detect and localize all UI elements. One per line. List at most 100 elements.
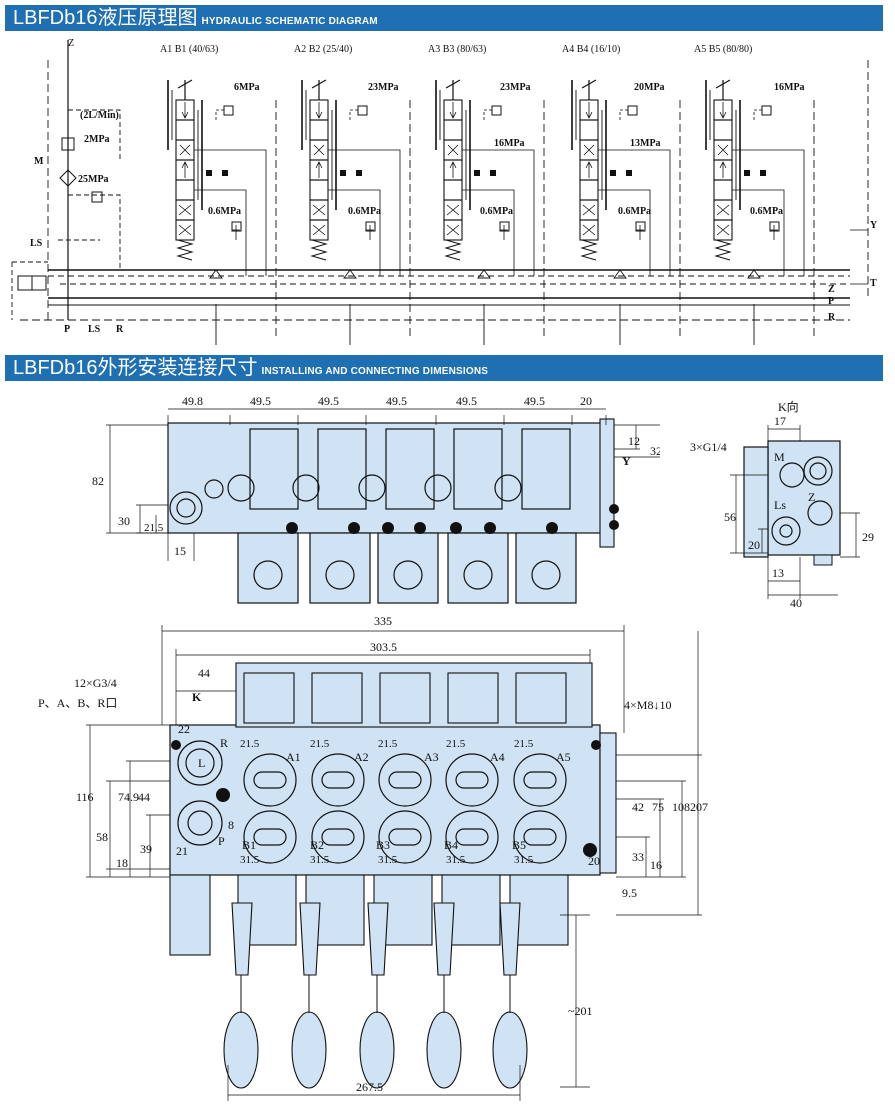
port-b2: B2 — [310, 838, 324, 852]
port-a5: A5 — [556, 750, 571, 764]
section-4-relief: 20MPa — [634, 82, 665, 93]
front-right-dim-20: 20 — [588, 854, 600, 868]
front-left-dim-44: 44 — [138, 790, 150, 804]
schematic-title-en: HYDRAULIC SCHEMATIC DIAGRAM — [201, 16, 378, 27]
bottom-port-r: R — [116, 324, 124, 335]
section-2-relief: 23MPa — [368, 82, 399, 93]
front-mount: 4×M8↓10 — [624, 698, 671, 712]
port-b3: B3 — [376, 838, 390, 852]
a-dim-1: 21.5 — [240, 738, 260, 750]
bottom-port-p: P — [64, 324, 70, 335]
a-dim-3: 21.5 — [378, 738, 398, 750]
schematic-section-1: A1 B1 (40/63) 6MPa 0.6MPa — [160, 44, 277, 345]
right-port-y: Y — [870, 220, 878, 231]
hydraulic-schematic: Z (2L/Min) 2MPa M 25MPa LS P LS R Y T Z … — [11, 38, 878, 345]
right-port-p: P — [828, 296, 834, 307]
section-3-load: 0.6MPa — [480, 206, 513, 217]
right-port-z: Z — [828, 284, 835, 295]
port-a3: A3 — [424, 750, 439, 764]
section-3-ports: A3 B3 (80/63) — [428, 44, 486, 55]
schematic-section-4: A4 B4 (16/10) 20MPa 13MPa 0.6MPa — [562, 44, 681, 345]
top-dim-5: 49.5 — [456, 394, 477, 408]
k-dim-40: 40 — [790, 596, 802, 610]
top-right-dim-32: 32 — [650, 444, 660, 458]
b-dim-2: 31.5 — [310, 854, 330, 866]
section-1-ports: A1 B1 (40/63) — [160, 44, 218, 55]
front-right-dim-16: 16 — [650, 858, 662, 872]
b-dim-3: 31.5 — [378, 854, 398, 866]
schematic-section-5: A5 B5 (80/80) 16MPa 0.6MPa — [694, 44, 815, 345]
front-dim-pitch-span: 303.5 — [370, 640, 397, 654]
inlet-label-22: 22 — [178, 722, 190, 736]
section-5-load: 0.6MPa — [750, 206, 783, 217]
top-right-port-y: Y — [622, 454, 631, 468]
top-left-dim-82: 82 — [92, 474, 104, 488]
k-view-title: K向 — [778, 399, 799, 414]
inlet-label-p: P — [218, 834, 225, 848]
port-z-top: Z — [68, 38, 74, 49]
k-port-z: Z — [808, 490, 815, 504]
top-right-dim-12: 12 — [628, 434, 640, 448]
section-4-load: 0.6MPa — [618, 206, 651, 217]
front-right-dim-75: 75 — [652, 800, 664, 814]
top-left-dim-30: 30 — [118, 514, 130, 528]
section-4-ports: A4 B4 (16/10) — [562, 44, 620, 55]
section-4-secondary: 13MPa — [630, 138, 661, 149]
inlet-flow: (2L/Min) — [80, 110, 119, 121]
b-dim-5: 31.5 — [514, 854, 534, 866]
port-ls-left: LS — [30, 238, 43, 249]
top-dim-6: 49.5 — [524, 394, 545, 408]
inlet-pilot-pressure: 2MPa — [84, 134, 110, 145]
top-dim-4: 49.5 — [386, 394, 407, 408]
schematic-title-cn: LBFDb16液压原理图 — [13, 7, 198, 29]
front-view-drawing: 335 303.5 44 K 12×G3/4 P、A、B、R口 4×M8↓10 … — [38, 615, 708, 1101]
right-port-r: R — [828, 312, 836, 323]
dimensions-title-en: INSTALLING AND CONNECTING DIMENSIONS — [261, 366, 489, 377]
handle-length: ~201 — [568, 1004, 593, 1018]
port-a2: A2 — [354, 750, 369, 764]
top-dim-3: 49.5 — [318, 394, 339, 408]
inlet-label-l: L — [198, 756, 205, 770]
front-dim-inlet-width: 44 — [198, 666, 210, 680]
port-m: M — [34, 156, 44, 167]
inlet-main-pressure: 25MPa — [78, 174, 109, 185]
section-5-relief: 16MPa — [774, 82, 805, 93]
top-left-dim-15: 15 — [174, 544, 186, 558]
b-dim-1: 31.5 — [240, 854, 260, 866]
section-2-ports: A2 B2 (25/40) — [294, 44, 352, 55]
a-dim-4: 21.5 — [446, 738, 466, 750]
front-right-dim-42: 42 — [632, 800, 644, 814]
schematic-section-3: A3 B3 (80/63) 23MPa 16MPa 0.6MPa — [428, 44, 545, 345]
section-3-secondary: 16MPa — [494, 138, 525, 149]
front-bottom-dim: 267.5 — [356, 1080, 383, 1094]
port-b4: B4 — [444, 838, 458, 852]
inlet-label-r: R — [220, 736, 228, 750]
k-view-thread: 3×G1/4 — [690, 440, 727, 454]
k-dim-17: 17 — [774, 414, 786, 428]
k-dim-13: 13 — [772, 566, 784, 580]
k-dim-29: 29 — [862, 530, 874, 544]
port-b1: B1 — [242, 838, 256, 852]
k-port-m: M — [774, 450, 785, 464]
front-dim-overall: 335 — [374, 615, 392, 628]
front-threads: 12×G3/4 — [74, 676, 117, 690]
port-b5: B5 — [512, 838, 526, 852]
top-left-dim-21-5: 21.5 — [144, 522, 164, 534]
top-dim-2: 49.5 — [250, 394, 271, 408]
section-5-ports: A5 B5 (80/80) — [694, 44, 752, 55]
front-right-dim-108: 108 — [672, 800, 690, 814]
front-left-dim-39: 39 — [140, 842, 152, 856]
port-a1: A1 — [286, 750, 301, 764]
front-left-dim-58: 58 — [96, 830, 108, 844]
k-dim-56: 56 — [724, 510, 736, 524]
front-port-note: P、A、B、R口 — [38, 696, 117, 710]
b-dim-4: 31.5 — [446, 854, 466, 866]
top-dim-7: 20 — [580, 394, 592, 408]
dimensions-title-cn: LBFDb16外形安装连接尺寸 — [13, 357, 258, 379]
k-view-drawing: K向 3×G1/4 17 56 20 13 40 29 M Ls Z — [690, 399, 874, 610]
inlet-label-8: 8 — [228, 818, 234, 832]
front-right-dim-207: 207 — [690, 800, 708, 814]
front-right-dim-33: 33 — [632, 850, 644, 864]
